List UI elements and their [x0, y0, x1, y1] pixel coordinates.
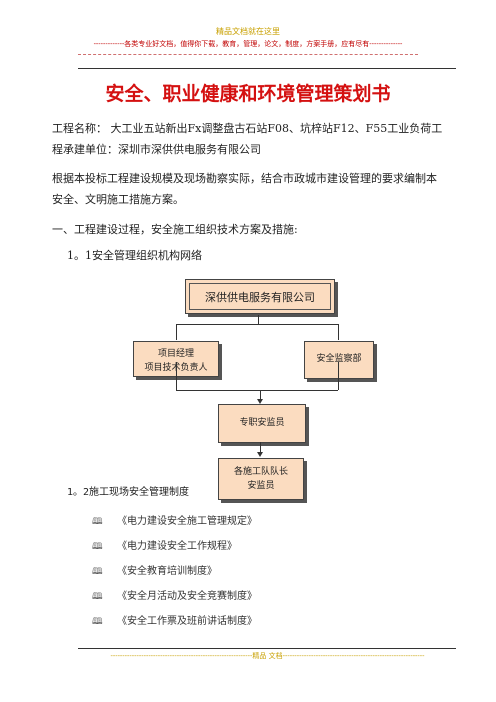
section-heading-1: 一、工程建设过程，安全施工组织技术方案及措施:: [52, 223, 298, 236]
header-sub-text: -------------各类专业好文档，值得你下载，教育，管理，论文，制度，方…: [93, 40, 403, 48]
page-bottom-rule: [78, 648, 456, 649]
list-item-label: 《安全工作票及班前讲话制度》: [117, 616, 257, 627]
header-divider: [78, 54, 418, 55]
basis-paragraph-line2: 安全、文明施工措施方案。: [52, 193, 184, 206]
org-box-company: 深供供电服务有限公司: [185, 279, 335, 314]
section-heading-1-2: 1。2施工现场安全管理制度: [67, 487, 190, 498]
connector-line: [260, 442, 261, 453]
header-top-text: 精品文档就在这里: [216, 27, 280, 36]
org-box-safety-dept: 安全监察部: [304, 341, 374, 379]
arrow-down-icon: [257, 452, 263, 457]
list-item: 🕮 《安全教育培训制度》: [92, 562, 217, 580]
project-name-line: 工程名称： 大工业五站新出Fx调整盘古石站F08、坑梓站F12、F55工业负荷工: [52, 122, 443, 135]
connector-line: [176, 324, 338, 325]
book-icon: 🕮: [92, 592, 103, 602]
list-item-label: 《安全月活动及安全竞赛制度》: [117, 591, 257, 602]
org-box-safety-officer-label: 专职安监员: [239, 418, 285, 428]
list-item-label: 《电力建设安全施工管理规定》: [117, 516, 257, 527]
basis-paragraph-line1: 根据本投标工程建设规模及现场勘察实际，结合市政城市建设管理的要求编制本: [52, 172, 437, 185]
section-heading-1-1: 1。1安全管理组织机构网络: [67, 249, 202, 262]
list-item: 🕮 《安全工作票及班前讲话制度》: [92, 612, 257, 630]
list-item: 🕮 《电力建设安全工作规程》: [92, 537, 237, 555]
list-item: 🕮 《安全月活动及安全竞赛制度》: [92, 587, 257, 605]
org-box-team-leaders: 各施工队队长 安监员: [218, 458, 304, 500]
org-box-safety-officer: 专职安监员: [218, 404, 306, 443]
book-icon: 🕮: [92, 617, 103, 627]
footer-text: ----------------------------------------…: [110, 652, 425, 660]
connector-line: [260, 390, 261, 400]
connector-line: [176, 362, 177, 390]
org-box-project-manager-line2: 项目技术负责人: [134, 361, 218, 375]
book-icon: 🕮: [92, 542, 103, 552]
org-box-safety-dept-label: 安全监察部: [316, 354, 362, 364]
document-title: 安全、职业健康和环境管理策划书: [105, 83, 391, 105]
arrow-down-icon: [257, 399, 263, 404]
book-icon: 🕮: [92, 567, 103, 577]
list-item-label: 《电力建设安全工作规程》: [117, 541, 237, 552]
list-item-label: 《安全教育培训制度》: [117, 566, 217, 577]
list-item: 🕮 《电力建设安全施工管理规定》: [92, 512, 257, 530]
connector-line: [338, 324, 339, 340]
connector-line: [258, 315, 259, 325]
book-icon: 🕮: [92, 517, 103, 527]
org-box-team-leaders-line2: 安监员: [247, 481, 275, 491]
org-box-company-label: 深供供电服务有限公司: [189, 283, 331, 310]
connector-line: [176, 324, 177, 340]
contractor-line: 程承建单位：深圳市深供供电服务有限公司: [52, 143, 261, 156]
org-box-project-manager-line1: 项目经理: [157, 349, 194, 359]
connector-line: [176, 390, 338, 391]
page-top-rule: [78, 68, 456, 69]
org-box-team-leaders-line1: 各施工队队长: [233, 467, 288, 477]
connector-line: [338, 362, 339, 390]
